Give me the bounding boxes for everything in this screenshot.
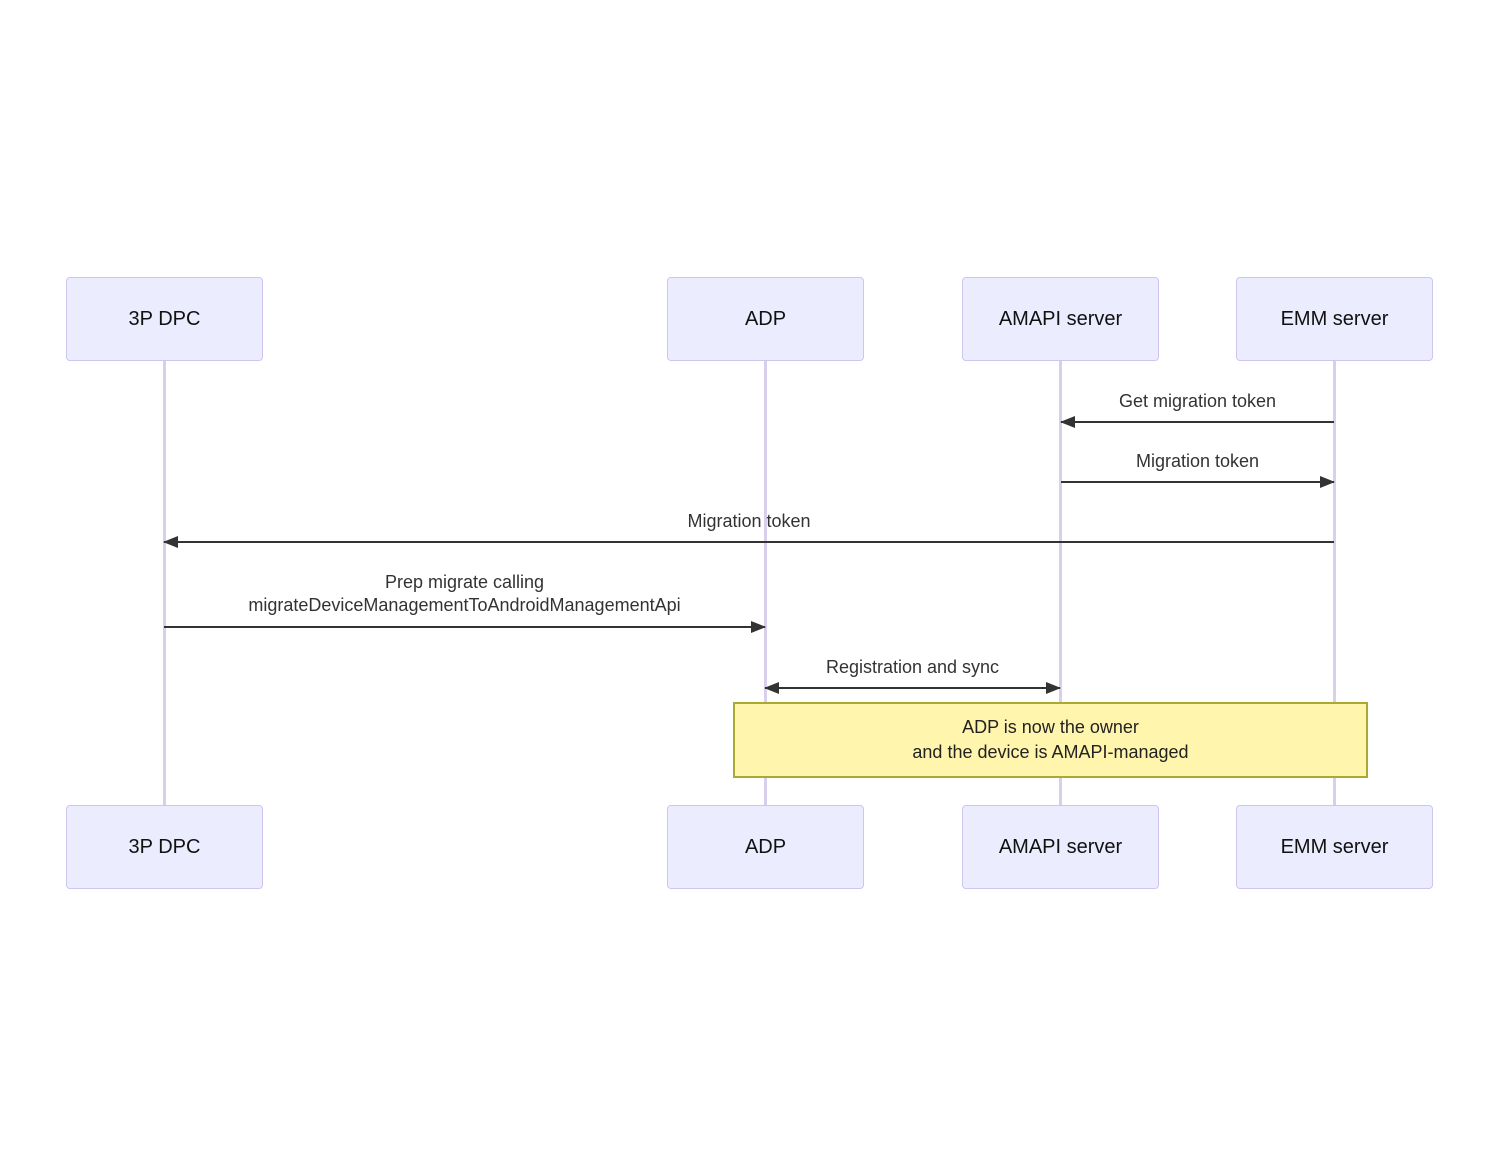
actor-box-amapi-server-bottom: AMAPI server — [962, 805, 1159, 889]
actor-label-amapi-server: AMAPI server — [998, 835, 1123, 858]
actor-box-3p-dpc-top: 3P DPC — [66, 277, 263, 361]
actor-label-adp: ADP — [744, 835, 787, 858]
lifeline-adp — [764, 361, 767, 805]
actor-box-3p-dpc-bottom: 3P DPC — [66, 805, 263, 889]
actor-label-3p-dpc: 3P DPC — [128, 835, 201, 858]
note-line2: and the device is AMAPI-managed — [912, 742, 1189, 762]
actor-label-emm-server: EMM server — [1280, 307, 1389, 330]
actor-label-adp: ADP — [744, 307, 787, 330]
lifeline-amapi-server — [1059, 361, 1062, 805]
message-label-migration-token-to-dpc: Migration token — [687, 511, 811, 531]
note-adp-owner: ADP is now the owner and the device is A… — [733, 702, 1368, 778]
message-arrow-get-migration-token — [1060, 416, 1334, 428]
message-arrow-migration-token-to-emm — [1061, 476, 1335, 488]
message-label-prep-migrate-line2: migrateDeviceManagementToAndroidManageme… — [248, 595, 681, 615]
message-arrow-prep-migrate — [164, 621, 766, 633]
message-label-migration-token-to-emm: Migration token — [1135, 451, 1260, 471]
actor-box-emm-server-top: EMM server — [1236, 277, 1433, 361]
note-line1: ADP is now the owner — [962, 717, 1139, 737]
message-label-get-migration-token: Get migration token — [1118, 391, 1277, 411]
message-label-prep-migrate: Prep migrate calling migrateDeviceManage… — [164, 571, 765, 617]
actor-box-amapi-server-top: AMAPI server — [962, 277, 1159, 361]
lifeline-3p-dpc — [163, 361, 166, 805]
actor-label-amapi-server: AMAPI server — [998, 307, 1123, 330]
actor-box-emm-server-bottom: EMM server — [1236, 805, 1433, 889]
actor-box-adp-bottom: ADP — [667, 805, 864, 889]
actor-label-emm-server: EMM server — [1280, 835, 1389, 858]
actor-box-adp-top: ADP — [667, 277, 864, 361]
lifeline-emm-server — [1333, 361, 1336, 805]
actor-label-3p-dpc: 3P DPC — [128, 307, 201, 330]
message-label-prep-migrate-line1: Prep migrate calling — [384, 572, 545, 592]
message-label-registration-and-sync: Registration and sync — [825, 657, 1000, 677]
message-arrow-registration-and-sync — [764, 682, 1061, 694]
message-arrow-migration-token-to-dpc — [163, 536, 1334, 548]
